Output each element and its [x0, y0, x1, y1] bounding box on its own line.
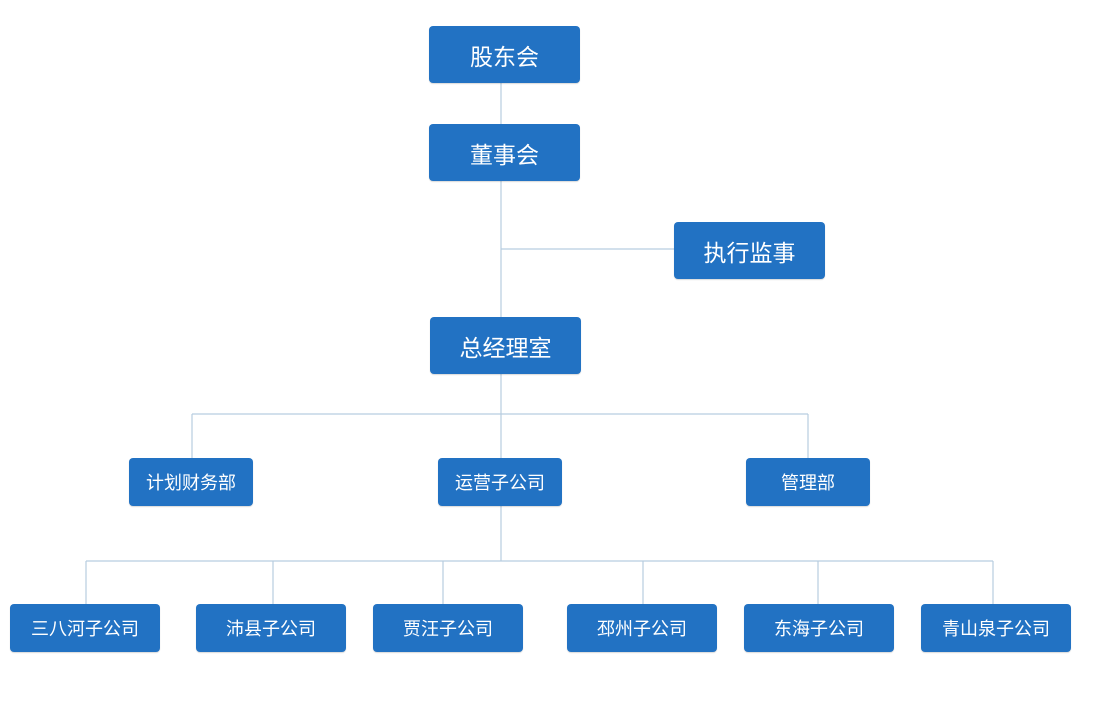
node-board: 董事会 — [429, 124, 580, 181]
node-subsidiary-donghai: 东海子公司 — [744, 604, 894, 652]
node-finance-department: 计划财务部 — [129, 458, 253, 506]
node-subsidiary-peixian: 沛县子公司 — [196, 604, 346, 652]
node-supervisor: 执行监事 — [674, 222, 825, 279]
node-subsidiary-qingshanquan: 青山泉子公司 — [921, 604, 1071, 652]
node-subsidiary-pizhou: 邳州子公司 — [567, 604, 717, 652]
node-shareholders: 股东会 — [429, 26, 580, 83]
node-operations-subsidiary: 运营子公司 — [438, 458, 562, 506]
node-subsidiary-sanbahe: 三八河子公司 — [10, 604, 160, 652]
node-subsidiary-jiawang: 贾汪子公司 — [373, 604, 523, 652]
node-general-manager: 总经理室 — [430, 317, 581, 374]
node-management-department: 管理部 — [746, 458, 870, 506]
